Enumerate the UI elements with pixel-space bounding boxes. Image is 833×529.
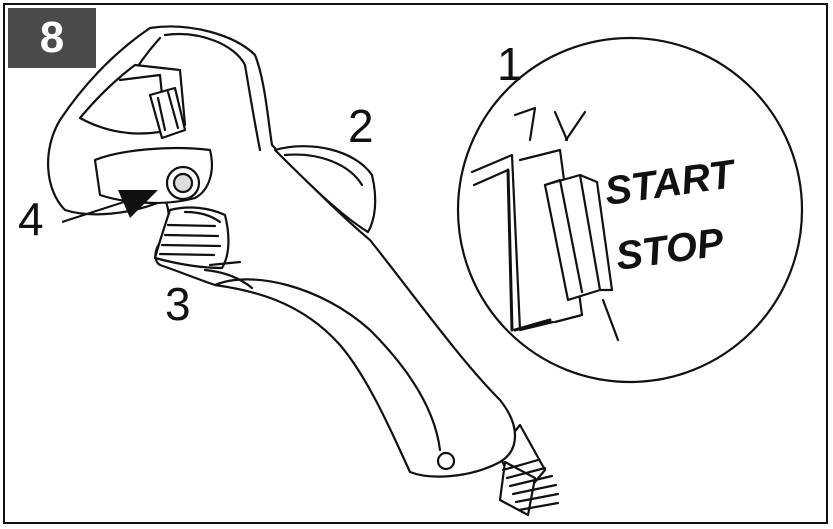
callout-2: 2 <box>348 100 374 152</box>
trigger <box>153 206 230 270</box>
callout-1: 1 <box>497 38 523 90</box>
step-number-badge: 8 <box>8 8 96 68</box>
figure-frame <box>3 3 828 524</box>
side-guard <box>273 145 377 234</box>
callout-3: 3 <box>165 278 191 330</box>
arrow-4 <box>61 190 158 223</box>
step-number: 8 <box>39 13 65 62</box>
zoom-circle <box>456 36 804 384</box>
switch-detail-callout <box>456 36 804 384</box>
callout-4: 4 <box>18 193 44 245</box>
lock-button-inner <box>172 172 194 194</box>
hang-hole <box>436 451 456 471</box>
